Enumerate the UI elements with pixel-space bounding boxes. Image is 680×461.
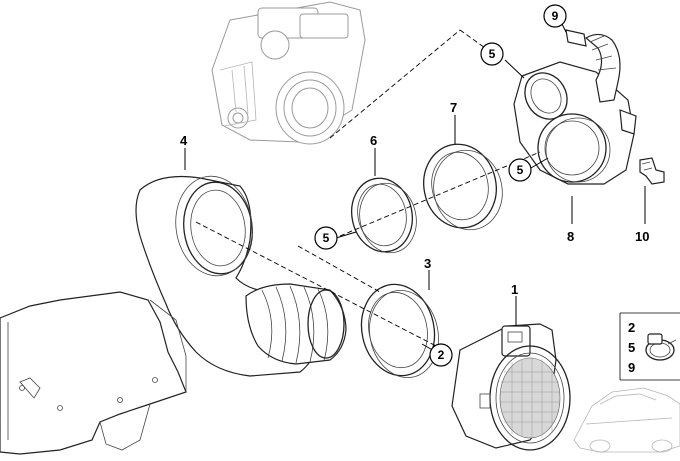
callout-7: 7 (450, 100, 457, 115)
callout-10: 10 (635, 229, 649, 244)
callout-8: 8 (567, 229, 574, 244)
hardware-panel (619, 312, 680, 381)
resonator-housing (513, 29, 637, 185)
hardware-item-9: 9 (628, 360, 635, 375)
svg-text:5: 5 (489, 47, 496, 61)
hose-clamp (645, 333, 677, 361)
callout-1: 1 (511, 282, 518, 297)
car-silhouette (573, 387, 680, 453)
svg-text:9: 9 (552, 9, 559, 23)
adapter-ring-7 (423, 143, 503, 231)
seal-ring-3 (360, 283, 439, 379)
circled-callout-5-left: 5 (314, 226, 338, 250)
air-flow-meter (451, 323, 571, 451)
fitting-10 (639, 157, 665, 185)
callout-labels: 4 6 7 3 1 8 10 (180, 100, 649, 297)
intake-duct (135, 175, 347, 377)
leader-lines (184, 19, 646, 353)
air-filter-housing (0, 291, 187, 455)
assembly-lines (195, 29, 541, 349)
hardware-list: 2 5 9 (628, 320, 635, 375)
callout-3: 3 (424, 256, 431, 271)
circled-callout-5-right: 5 (508, 158, 532, 182)
svg-text:2: 2 (438, 348, 445, 362)
hardware-item-2: 2 (628, 320, 635, 335)
circled-callout-5-top: 5 (480, 42, 504, 66)
seal-ring-6 (351, 177, 417, 254)
hardware-item-5: 5 (628, 340, 635, 355)
circled-callout-9-top: 9 (543, 4, 567, 28)
circled-callout-2: 2 (429, 343, 453, 367)
callout-6: 6 (370, 133, 377, 148)
svg-text:5: 5 (323, 231, 330, 245)
throttle-body (211, 1, 366, 145)
callout-4: 4 (180, 133, 188, 148)
circled-callouts: 9 5 5 5 2 (314, 4, 567, 367)
svg-text:5: 5 (517, 163, 524, 177)
